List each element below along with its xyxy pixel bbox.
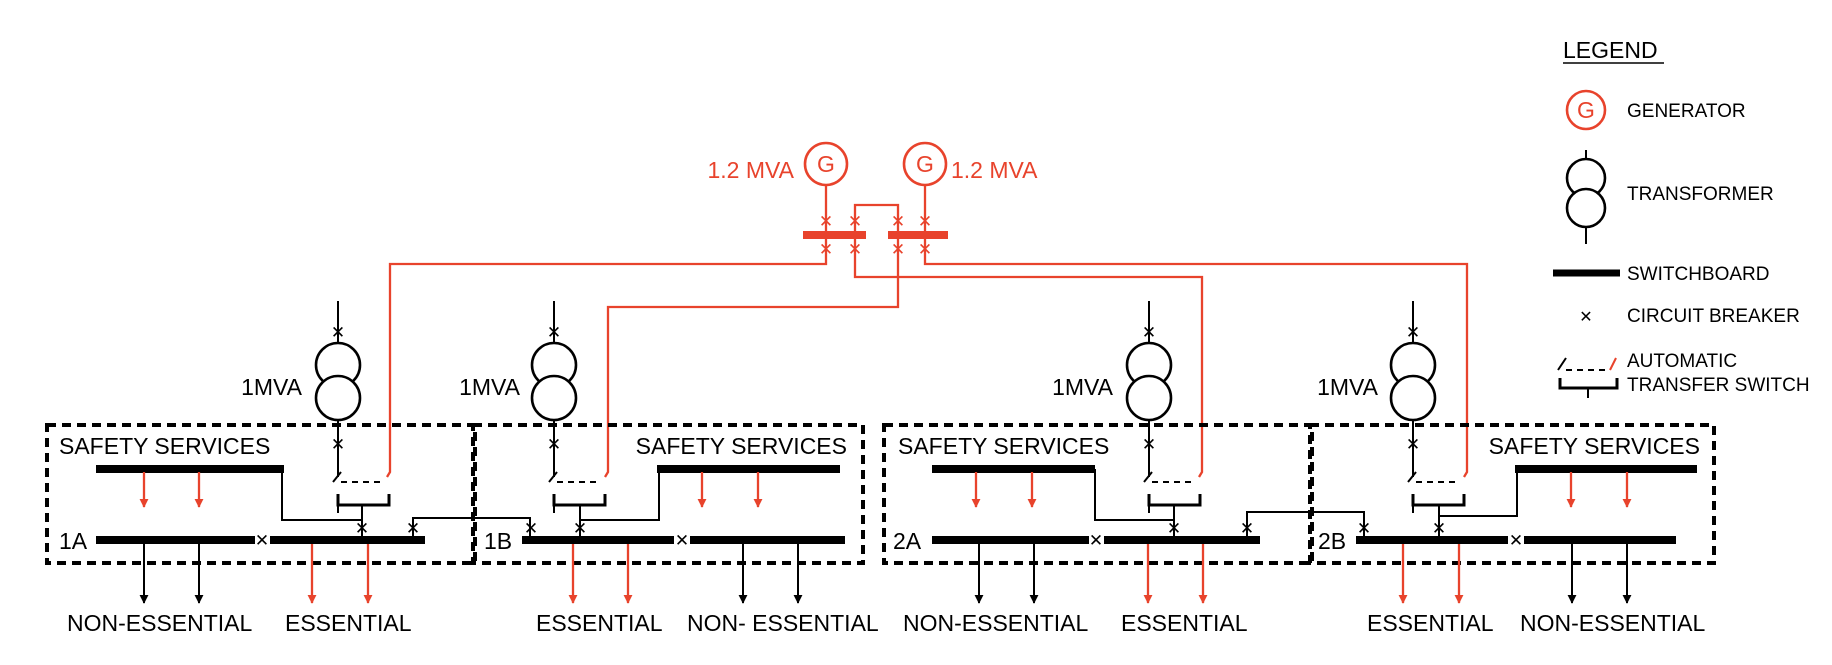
legend: LEGEND G GENERATOR TRANSFORMER SWITCHBOA… (1553, 37, 1810, 398)
svg-text:✕: ✕ (1240, 519, 1254, 538)
transformer-icon (1125, 374, 1173, 422)
transformer-rating: 1MVA (241, 374, 303, 400)
svg-text:✕: ✕ (355, 519, 369, 538)
bus-label: 1B (484, 528, 512, 554)
svg-text:✕: ✕ (1406, 323, 1420, 342)
legend-transformer-label: TRANSFORMER (1627, 184, 1774, 205)
circuit-breaker-icon: ✕ ✕ ✕ ✕ ✕ ✕ ✕ ✕ (819, 212, 932, 259)
generator-symbol: G (817, 151, 835, 177)
generator-rating-left: 1.2 MVA (708, 157, 795, 183)
load-label: ESSENTIAL (285, 610, 412, 636)
legend-ats-label-2: TRANSFER SWITCH (1627, 375, 1810, 396)
circuit-breaker-icon: ✕ ✕ ✕ ✕ ✕ (255, 323, 420, 550)
safety-services-zone (1308, 423, 1716, 565)
circuit-breaker-icon: ✕ ✕ ✕ ✕ ✕ (524, 323, 689, 550)
bus-label: 2B (1318, 528, 1346, 554)
generation-section: G G 1.2 MVA 1.2 MVA ✕ ✕ ✕ ✕ ✕ ✕ ✕ ✕ (386, 141, 1469, 478)
load-labels: NON-ESSENTIAL ESSENTIAL ESSENTIAL NON- E… (67, 610, 1706, 636)
transfer-switch-icon (548, 471, 607, 539)
zone-label: SAFETY SERVICES (1489, 433, 1700, 459)
svg-text:✕: ✕ (1089, 531, 1103, 550)
svg-text:✕: ✕ (819, 240, 833, 259)
zone-2b: SAFETY SERVICES 1MVA 2B ✕ ✕ ✕ ✕ ✕ (1308, 301, 1716, 604)
transfer-switch-icon (1407, 471, 1466, 539)
svg-text:✕: ✕ (1167, 519, 1181, 538)
load-label: NON-ESSENTIAL (1520, 610, 1706, 636)
circuit-breaker-icon: ✕ ✕ ✕ ✕ ✕ (1357, 323, 1523, 550)
safety-services-zone (45, 423, 477, 565)
circuit-breaker-icon: ✕ ✕ ✕ ✕ ✕ (1089, 323, 1254, 550)
zone-label: SAFETY SERVICES (59, 433, 270, 459)
legend-breaker-label: CIRCUIT BREAKER (1627, 306, 1800, 327)
transfer-switch-icon (1557, 357, 1619, 398)
legend-ats-label-1: AUTOMATIC (1627, 351, 1737, 372)
transformer-icon (1565, 150, 1607, 244)
svg-text:✕: ✕ (547, 323, 561, 342)
safety-services-zone (882, 423, 1314, 565)
transformer-rating: 1MVA (459, 374, 521, 400)
svg-text:✕: ✕ (255, 531, 269, 550)
svg-text:✕: ✕ (918, 212, 932, 231)
transformer-icon (314, 374, 362, 422)
generator-switchboard-right (888, 231, 948, 239)
svg-text:✕: ✕ (848, 240, 862, 259)
svg-text:✕: ✕ (918, 240, 932, 259)
svg-text:✕: ✕ (524, 519, 538, 538)
load-label: ESSENTIAL (1367, 610, 1494, 636)
svg-text:✕: ✕ (547, 435, 561, 454)
legend-generator-label: GENERATOR (1627, 101, 1746, 122)
circuit-breaker-icon: ✕ (1579, 309, 1592, 326)
svg-text:✕: ✕ (406, 519, 420, 538)
load-label: NON-ESSENTIAL (903, 610, 1089, 636)
zone-label: SAFETY SERVICES (636, 433, 847, 459)
svg-text:✕: ✕ (1432, 519, 1446, 538)
transformer-rating: 1MVA (1052, 374, 1114, 400)
svg-text:✕: ✕ (1357, 519, 1371, 538)
zone-label: SAFETY SERVICES (898, 433, 1109, 459)
transformer-icon (1389, 374, 1437, 422)
legend-title: LEGEND (1563, 37, 1658, 63)
safety-services-zone (471, 423, 865, 565)
legend-switchboard-label: SWITCHBOARD (1627, 264, 1770, 285)
load-label: NON-ESSENTIAL (67, 610, 253, 636)
svg-text:✕: ✕ (573, 519, 587, 538)
bus-label: 2A (893, 528, 922, 554)
generator-switchboard-left (803, 231, 866, 239)
svg-text:✕: ✕ (1509, 531, 1523, 550)
zone-1a: SAFETY SERVICES 1MVA 1A ✕ ✕ ✕ ✕ ✕ (45, 301, 531, 604)
load-label: ESSENTIAL (1121, 610, 1248, 636)
svg-text:✕: ✕ (891, 240, 905, 259)
generator-symbol: G (916, 151, 934, 177)
bus-label: 1A (59, 528, 88, 554)
svg-text:✕: ✕ (331, 323, 345, 342)
svg-text:✕: ✕ (848, 212, 862, 231)
generator-symbol: G (1577, 97, 1595, 123)
generator-icon (1565, 89, 1607, 131)
svg-text:✕: ✕ (1142, 323, 1156, 342)
svg-text:✕: ✕ (675, 531, 689, 550)
load-label: ESSENTIAL (536, 610, 663, 636)
zone-2a: SAFETY SERVICES 1MVA 2A ✕ ✕ ✕ ✕ ✕ (882, 301, 1365, 604)
transfer-switch-icon (332, 471, 391, 539)
svg-text:✕: ✕ (891, 212, 905, 231)
transformer-rating: 1MVA (1317, 374, 1379, 400)
svg-text:✕: ✕ (1142, 435, 1156, 454)
svg-text:✕: ✕ (331, 435, 345, 454)
transfer-switch-icon (1143, 471, 1202, 539)
transformer-icon (530, 374, 578, 422)
zone-1b: SAFETY SERVICES 1MVA 1B ✕ ✕ ✕ ✕ ✕ (459, 301, 865, 604)
load-label: NON- ESSENTIAL (687, 610, 879, 636)
svg-text:✕: ✕ (819, 212, 833, 231)
svg-text:✕: ✕ (1406, 435, 1420, 454)
generator-rating-right: 1.2 MVA (951, 157, 1038, 183)
